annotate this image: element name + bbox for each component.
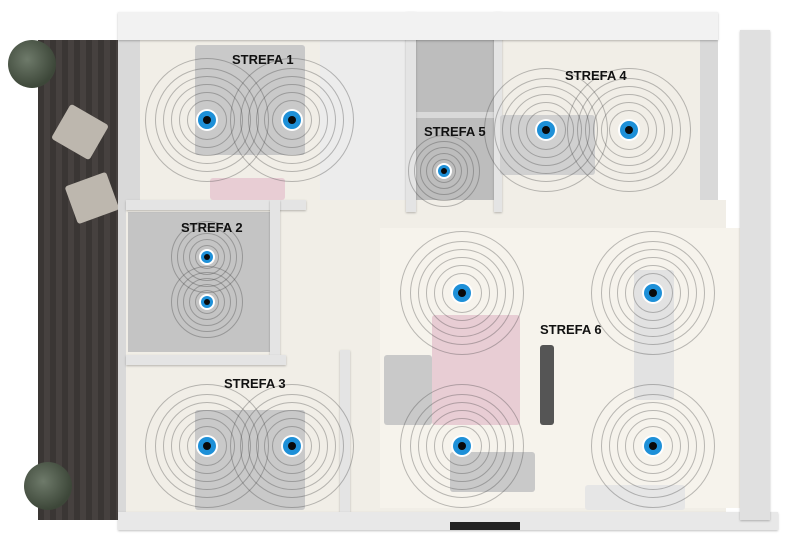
wall	[126, 200, 306, 210]
wall-bottom	[118, 512, 778, 530]
speaker-dot	[644, 437, 662, 455]
speaker-dot	[201, 296, 213, 308]
zone-label-3: STREFA 3	[224, 376, 286, 391]
zone-label-1: STREFA 1	[232, 52, 294, 67]
sound-wave-ring	[408, 135, 480, 207]
wall	[406, 12, 416, 212]
speaker-dot	[644, 284, 662, 302]
sound-wave-ring	[591, 231, 715, 355]
closet	[416, 40, 496, 112]
zone-label-4: STREFA 4	[565, 68, 627, 83]
speaker-dot	[198, 437, 216, 455]
zone-label-5: STREFA 5	[424, 124, 486, 139]
zone-label-2: STREFA 2	[181, 220, 243, 235]
speaker-dot	[201, 251, 213, 263]
wall	[126, 355, 286, 365]
speaker-dot	[620, 121, 638, 139]
zone-label-6: STREFA 6	[540, 322, 602, 337]
wall-right	[740, 30, 770, 520]
bench	[210, 178, 285, 200]
speaker-dot	[283, 111, 301, 129]
sound-wave-ring	[591, 384, 715, 508]
wall	[270, 200, 280, 360]
sound-wave-ring	[230, 58, 354, 182]
speaker-dot	[453, 437, 471, 455]
sound-wave-ring	[171, 266, 243, 338]
speaker-dot	[438, 165, 450, 177]
sound-wave-ring	[400, 384, 524, 508]
doormat	[450, 522, 520, 530]
speaker-dot	[537, 121, 555, 139]
speaker-dot	[453, 284, 471, 302]
sound-wave-ring	[400, 231, 524, 355]
speaker-dot	[198, 111, 216, 129]
wall-top	[118, 12, 718, 40]
sound-wave-ring	[230, 384, 354, 508]
plant-top	[8, 40, 56, 88]
speaker-dot	[283, 437, 301, 455]
tv	[540, 345, 554, 425]
sound-wave-ring	[567, 68, 691, 192]
plant-bottom	[24, 462, 72, 510]
